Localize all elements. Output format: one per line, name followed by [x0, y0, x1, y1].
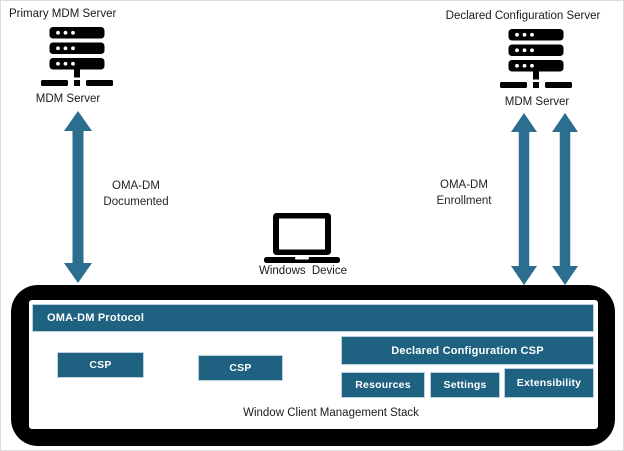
- primary-server-title: Primary MDM Server: [9, 8, 117, 20]
- oma-dm-enrollment-label: OMA-DM Enrollment: [404, 177, 524, 209]
- laptop-icon: [264, 213, 340, 263]
- oma-dm-documented-label: OMA-DM Documented: [76, 178, 196, 210]
- primary-server-caption: MDM Server: [35, 93, 101, 105]
- declared-configuration-csp-box: Declared Configuration CSP: [341, 336, 594, 365]
- double-arrow-icon: [64, 111, 92, 283]
- csp-box-left: CSP: [57, 352, 144, 378]
- oma-dm-enrollment-line1: OMA-DM: [440, 179, 488, 191]
- resources-box: Resources: [341, 372, 425, 398]
- double-arrow-icon: [552, 113, 578, 285]
- extensibility-box: Extensibility: [504, 368, 594, 398]
- oma-dm-documented-line1: OMA-DM: [112, 180, 160, 192]
- declared-server-caption: MDM Server: [504, 96, 570, 108]
- csp-box-middle: CSP: [198, 355, 283, 381]
- windows-device-caption: Windows Device: [259, 265, 347, 277]
- oma-dm-documented-line2: Documented: [103, 196, 169, 208]
- double-arrow-icon: [511, 113, 537, 285]
- declared-server-title: Declared Configuration Server: [445, 10, 601, 22]
- server-icon: [41, 27, 113, 86]
- oma-dm-protocol-bar: OMA-DM Protocol: [32, 304, 594, 332]
- settings-box: Settings: [430, 372, 500, 398]
- server-icon: [500, 29, 572, 88]
- oma-dm-enrollment-line2: Enrollment: [436, 195, 492, 207]
- stack-caption: Window Client Management Stack: [243, 407, 419, 419]
